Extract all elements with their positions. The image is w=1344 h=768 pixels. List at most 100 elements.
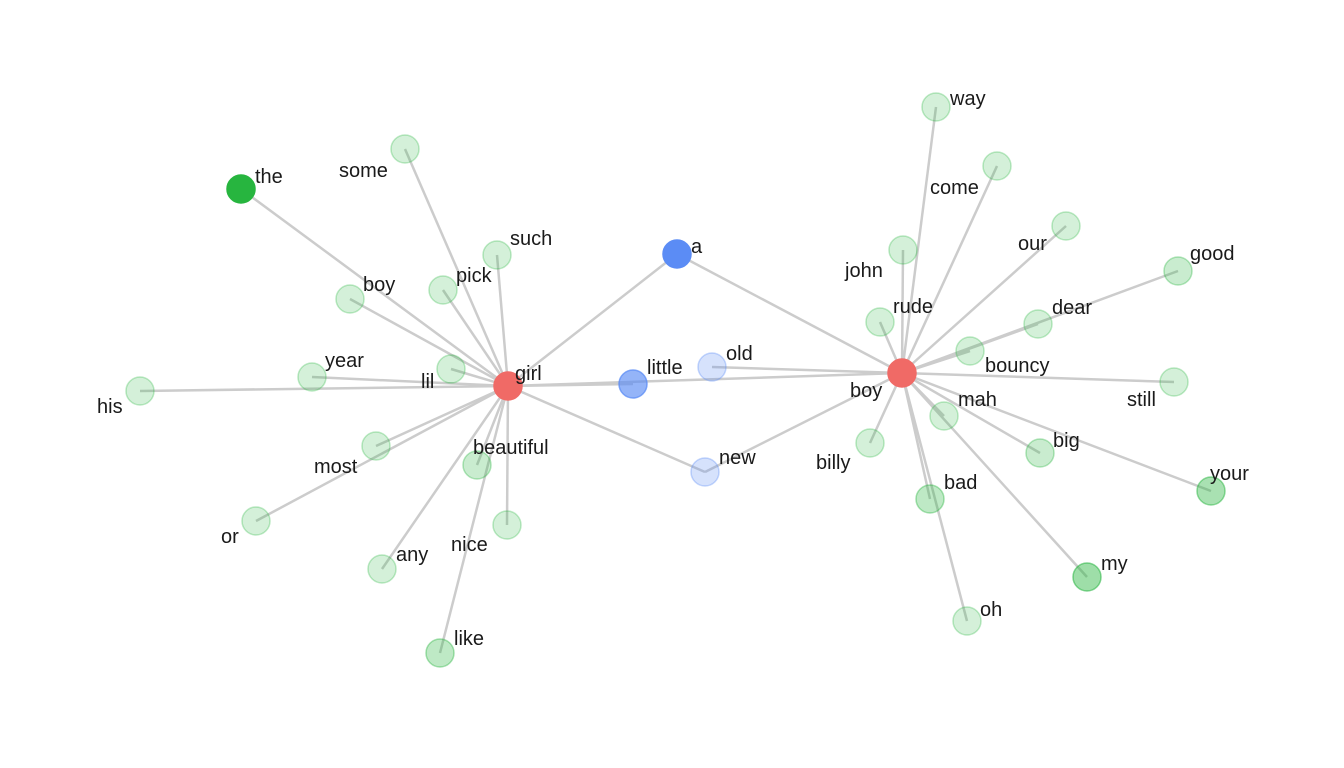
- node-label-year: year: [325, 350, 364, 372]
- node-label-boy-g: boy: [363, 274, 395, 296]
- node-label-some: some: [339, 160, 388, 182]
- node-boy-g[interactable]: [335, 284, 365, 314]
- edge-girl-nice: [505, 385, 510, 526]
- node-label-way: way: [949, 88, 986, 110]
- node-label-john: john: [844, 260, 883, 282]
- node-label-or: or: [221, 526, 239, 548]
- node-john[interactable]: [888, 235, 918, 265]
- node-label-any: any: [396, 544, 428, 566]
- node-year[interactable]: [297, 362, 327, 392]
- node-label-like: like: [454, 628, 484, 650]
- node-label-my: my: [1101, 553, 1128, 575]
- edge-boy-way: [900, 106, 938, 374]
- node-nice[interactable]: [492, 510, 522, 540]
- node-the[interactable]: [226, 174, 256, 204]
- node-your[interactable]: [1196, 476, 1226, 506]
- edge-boy-big: [901, 371, 1041, 455]
- labels-layer: girl boy a little old new the some such pick boy ye…: [97, 88, 1249, 650]
- node-label-oh: oh: [980, 599, 1002, 621]
- node-still[interactable]: [1159, 367, 1189, 397]
- node-bad[interactable]: [915, 484, 945, 514]
- edge-girl-new: [507, 384, 706, 474]
- node-beautiful[interactable]: [462, 450, 492, 480]
- node-label-such: such: [510, 228, 552, 250]
- node-old[interactable]: [697, 352, 727, 382]
- edge-boy-john: [900, 249, 905, 374]
- node-boy[interactable]: [887, 358, 917, 388]
- node-label-bouncy: bouncy: [985, 355, 1050, 377]
- edge-girl-his: [139, 384, 509, 393]
- node-label-most: most: [314, 456, 358, 478]
- node-label-mah: mah: [958, 389, 997, 411]
- node-our[interactable]: [1051, 211, 1081, 241]
- edge-girl-any: [380, 385, 510, 570]
- node-label-his: his: [97, 396, 123, 418]
- node-girl[interactable]: [493, 371, 523, 401]
- node-label-big: big: [1053, 430, 1080, 452]
- node-mah[interactable]: [929, 401, 959, 431]
- node-label-old: old: [726, 343, 753, 365]
- node-his[interactable]: [125, 376, 155, 406]
- edge-boy-come: [900, 165, 999, 374]
- node-label-new: new: [719, 447, 756, 469]
- node-a[interactable]: [662, 239, 692, 269]
- edge-boy-my: [901, 372, 1088, 578]
- node-my[interactable]: [1072, 562, 1102, 592]
- edge-girl-year: [311, 375, 509, 388]
- node-billy[interactable]: [855, 428, 885, 458]
- nodes-layer: [125, 92, 1226, 668]
- edge-girl-like: [438, 385, 510, 654]
- edge-girl-the: [240, 187, 509, 388]
- node-label-beautiful: beautiful: [473, 437, 549, 459]
- node-label-good: good: [1190, 243, 1235, 265]
- edge-boy-oh: [900, 372, 969, 622]
- node-label-dear: dear: [1052, 297, 1092, 319]
- node-any[interactable]: [367, 554, 397, 584]
- node-or[interactable]: [241, 506, 271, 536]
- node-good[interactable]: [1163, 256, 1193, 286]
- node-label-nice: nice: [451, 534, 488, 556]
- node-some[interactable]: [390, 134, 420, 164]
- node-label-come: come: [930, 177, 979, 199]
- edge-boy-still: [901, 371, 1175, 384]
- edge-boy-old: [711, 365, 903, 375]
- edge-girl-or: [255, 384, 509, 523]
- edge-boy-our: [901, 225, 1067, 374]
- node-oh[interactable]: [952, 606, 982, 636]
- node-label-billy: billy: [816, 452, 850, 474]
- edge-boy-your: [901, 371, 1212, 493]
- node-dear[interactable]: [1023, 309, 1053, 339]
- node-most[interactable]: [361, 431, 391, 461]
- node-label-bad: bad: [944, 472, 977, 494]
- edge-boy-new: [704, 371, 903, 474]
- node-label-your: your: [1210, 463, 1249, 485]
- node-way[interactable]: [921, 92, 951, 122]
- node-label-little: little: [647, 357, 683, 379]
- node-label-boy: boy: [850, 380, 882, 402]
- node-like[interactable]: [425, 638, 455, 668]
- node-new[interactable]: [690, 457, 720, 487]
- node-label-the: the: [255, 166, 283, 188]
- node-pick[interactable]: [428, 275, 458, 305]
- node-label-a: a: [691, 236, 703, 258]
- node-label-girl: girl: [515, 363, 542, 385]
- node-rude[interactable]: [865, 307, 895, 337]
- edge-girl-boy: [507, 371, 903, 388]
- node-big[interactable]: [1025, 438, 1055, 468]
- edges-layer: [139, 106, 1212, 654]
- edge-girl-such: [495, 254, 510, 387]
- node-lil[interactable]: [436, 354, 466, 384]
- node-label-our: our: [1018, 233, 1047, 255]
- node-label-still: still: [1127, 389, 1156, 411]
- node-such[interactable]: [482, 240, 512, 270]
- edge-girl-a: [507, 253, 678, 387]
- edge-girl-boy_g: [349, 297, 509, 388]
- node-come[interactable]: [982, 151, 1012, 181]
- node-label-pick: pick: [456, 265, 493, 287]
- edge-girl-most: [375, 384, 509, 448]
- edge-boy-a: [676, 252, 903, 375]
- node-bouncy[interactable]: [955, 336, 985, 366]
- edge-girl-pick: [441, 289, 510, 387]
- node-little[interactable]: [618, 369, 648, 399]
